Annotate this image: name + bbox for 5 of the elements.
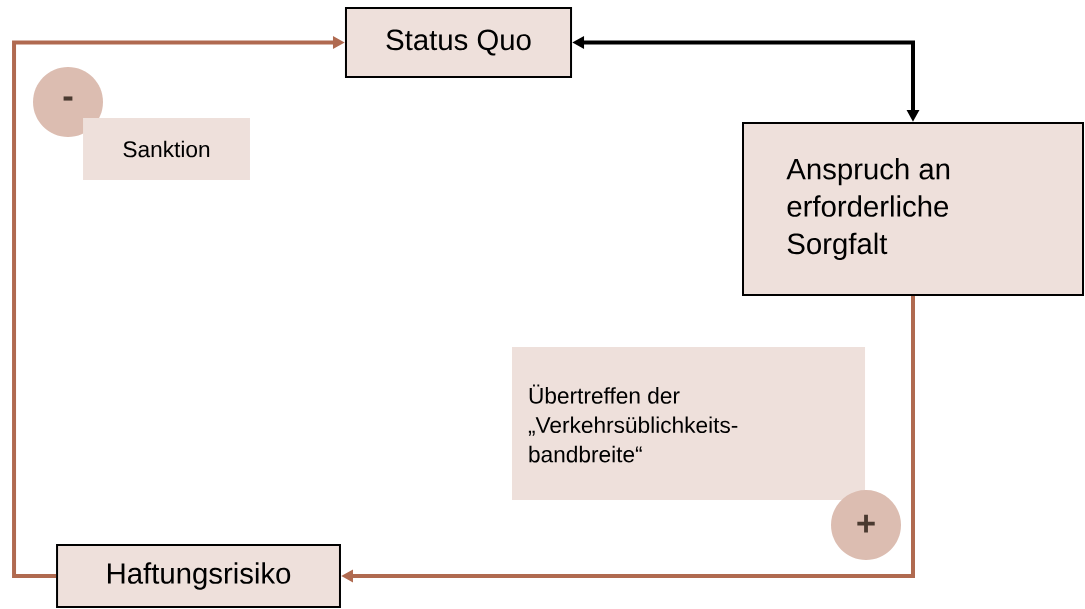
note-box: Sanktion (83, 118, 250, 180)
process-box: Status Quo (344, 6, 573, 78)
process-box: Haftungsrisiko (56, 544, 341, 608)
process-box: Anspruch an erforderliche Sorgfalt (742, 122, 1084, 296)
note-box: Übertreffen der „Verkehrsüblichkeits-bandbreite“ (512, 346, 866, 500)
